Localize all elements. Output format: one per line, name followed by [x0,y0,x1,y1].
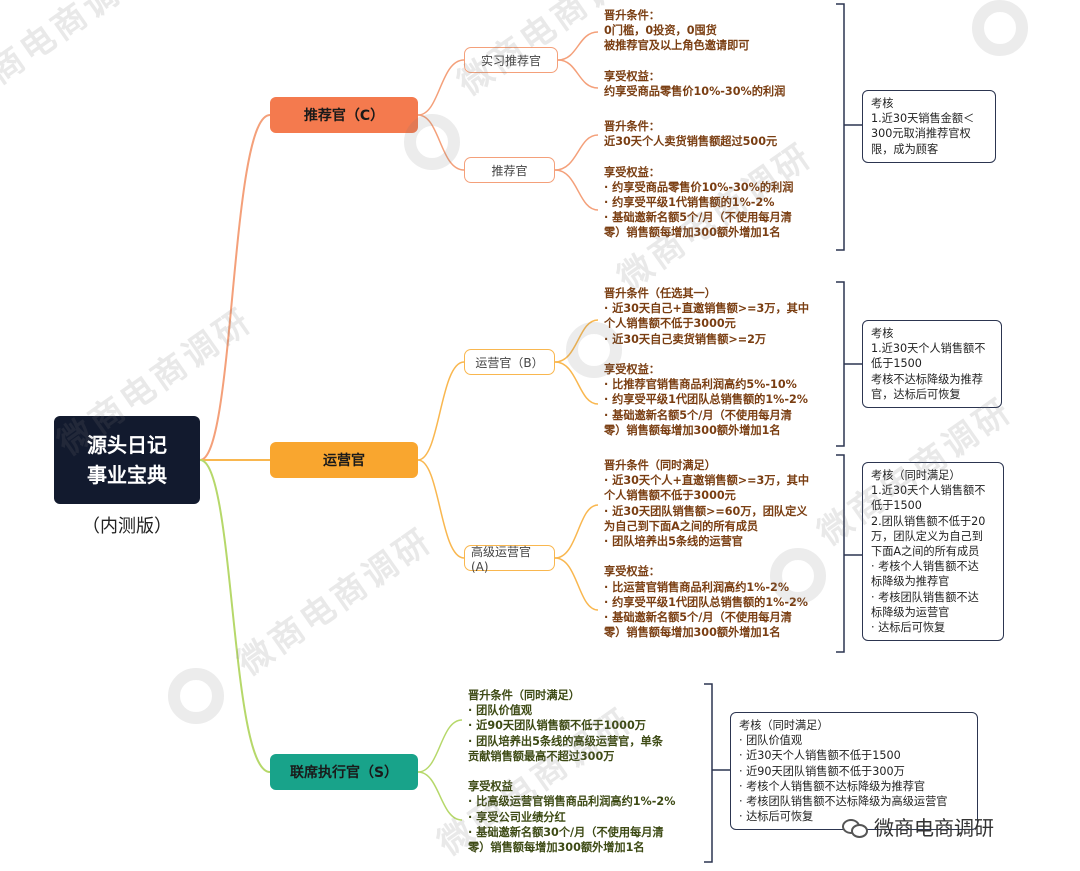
watermark-logo-icon [770,548,826,604]
node-recommender-c: 推荐官（C） [270,97,418,133]
node-operator: 运营官 [270,442,418,478]
footer-source-label: 微商电商调研 [874,816,994,840]
node-senior-operator-a-label: 高级运营官(A) [471,544,532,574]
watermark-logo-icon [168,668,224,724]
root-subtitle: （内测版） [82,516,172,537]
node-senior-operator-a: 高级运营官(A) [464,544,555,574]
node-ceo-s: 联席执行官（S） [270,754,418,790]
root-node: 源头日记 事业宝典 [54,416,200,504]
watermark-logo-icon [972,0,1028,56]
node-intern-recommender-label: 实习推荐官 [480,53,541,68]
watermark-logo-icon [404,114,460,170]
root-title-line2: 事业宝典 [87,463,167,487]
detail-operator-b: 晋升条件（任选其一）· 近30天自己+直邀销售额>=3万，其中个人销售额不低于3… [604,287,810,437]
node-intern-recommender: 实习推荐官 [464,47,558,73]
assessment-ceo-s: 考核（同时满足）· 团队价值观· 近30天个人销售额不低于1500 · 近90天… [730,712,978,831]
detail-ceo-s: 晋升条件（同时满足）· 团队价值观· 近90天团队销售额不低于1000万 · 团… [468,689,676,855]
detail-senior-operator-a: 晋升条件（同时满足）· 近30天个人+直邀销售额>=3万，其中个人销售额不低于3… [604,459,810,640]
node-recommender-c-label: 推荐官（C） [303,108,385,124]
node-operator-b-label: 运营官（B） [475,355,544,370]
footer-source-mark: 微商电商调研 [842,812,994,841]
detail-recommender: 晋升条件：近30天个人卖货销售额超过500元​ 享受权益：· 约享受商品零售价1… [604,120,794,240]
node-operator-label: 运营官 [323,453,365,469]
watermark-logo-icon [566,322,622,378]
root-title-line1: 源头日记 [87,433,167,457]
node-ceo-s-label: 联席执行官（S） [289,765,399,781]
wechat-icon [842,817,868,838]
node-operator-b: 运营官（B） [464,349,555,375]
node-recommender-label: 推荐官 [491,163,528,178]
node-recommender: 推荐官 [464,157,555,183]
